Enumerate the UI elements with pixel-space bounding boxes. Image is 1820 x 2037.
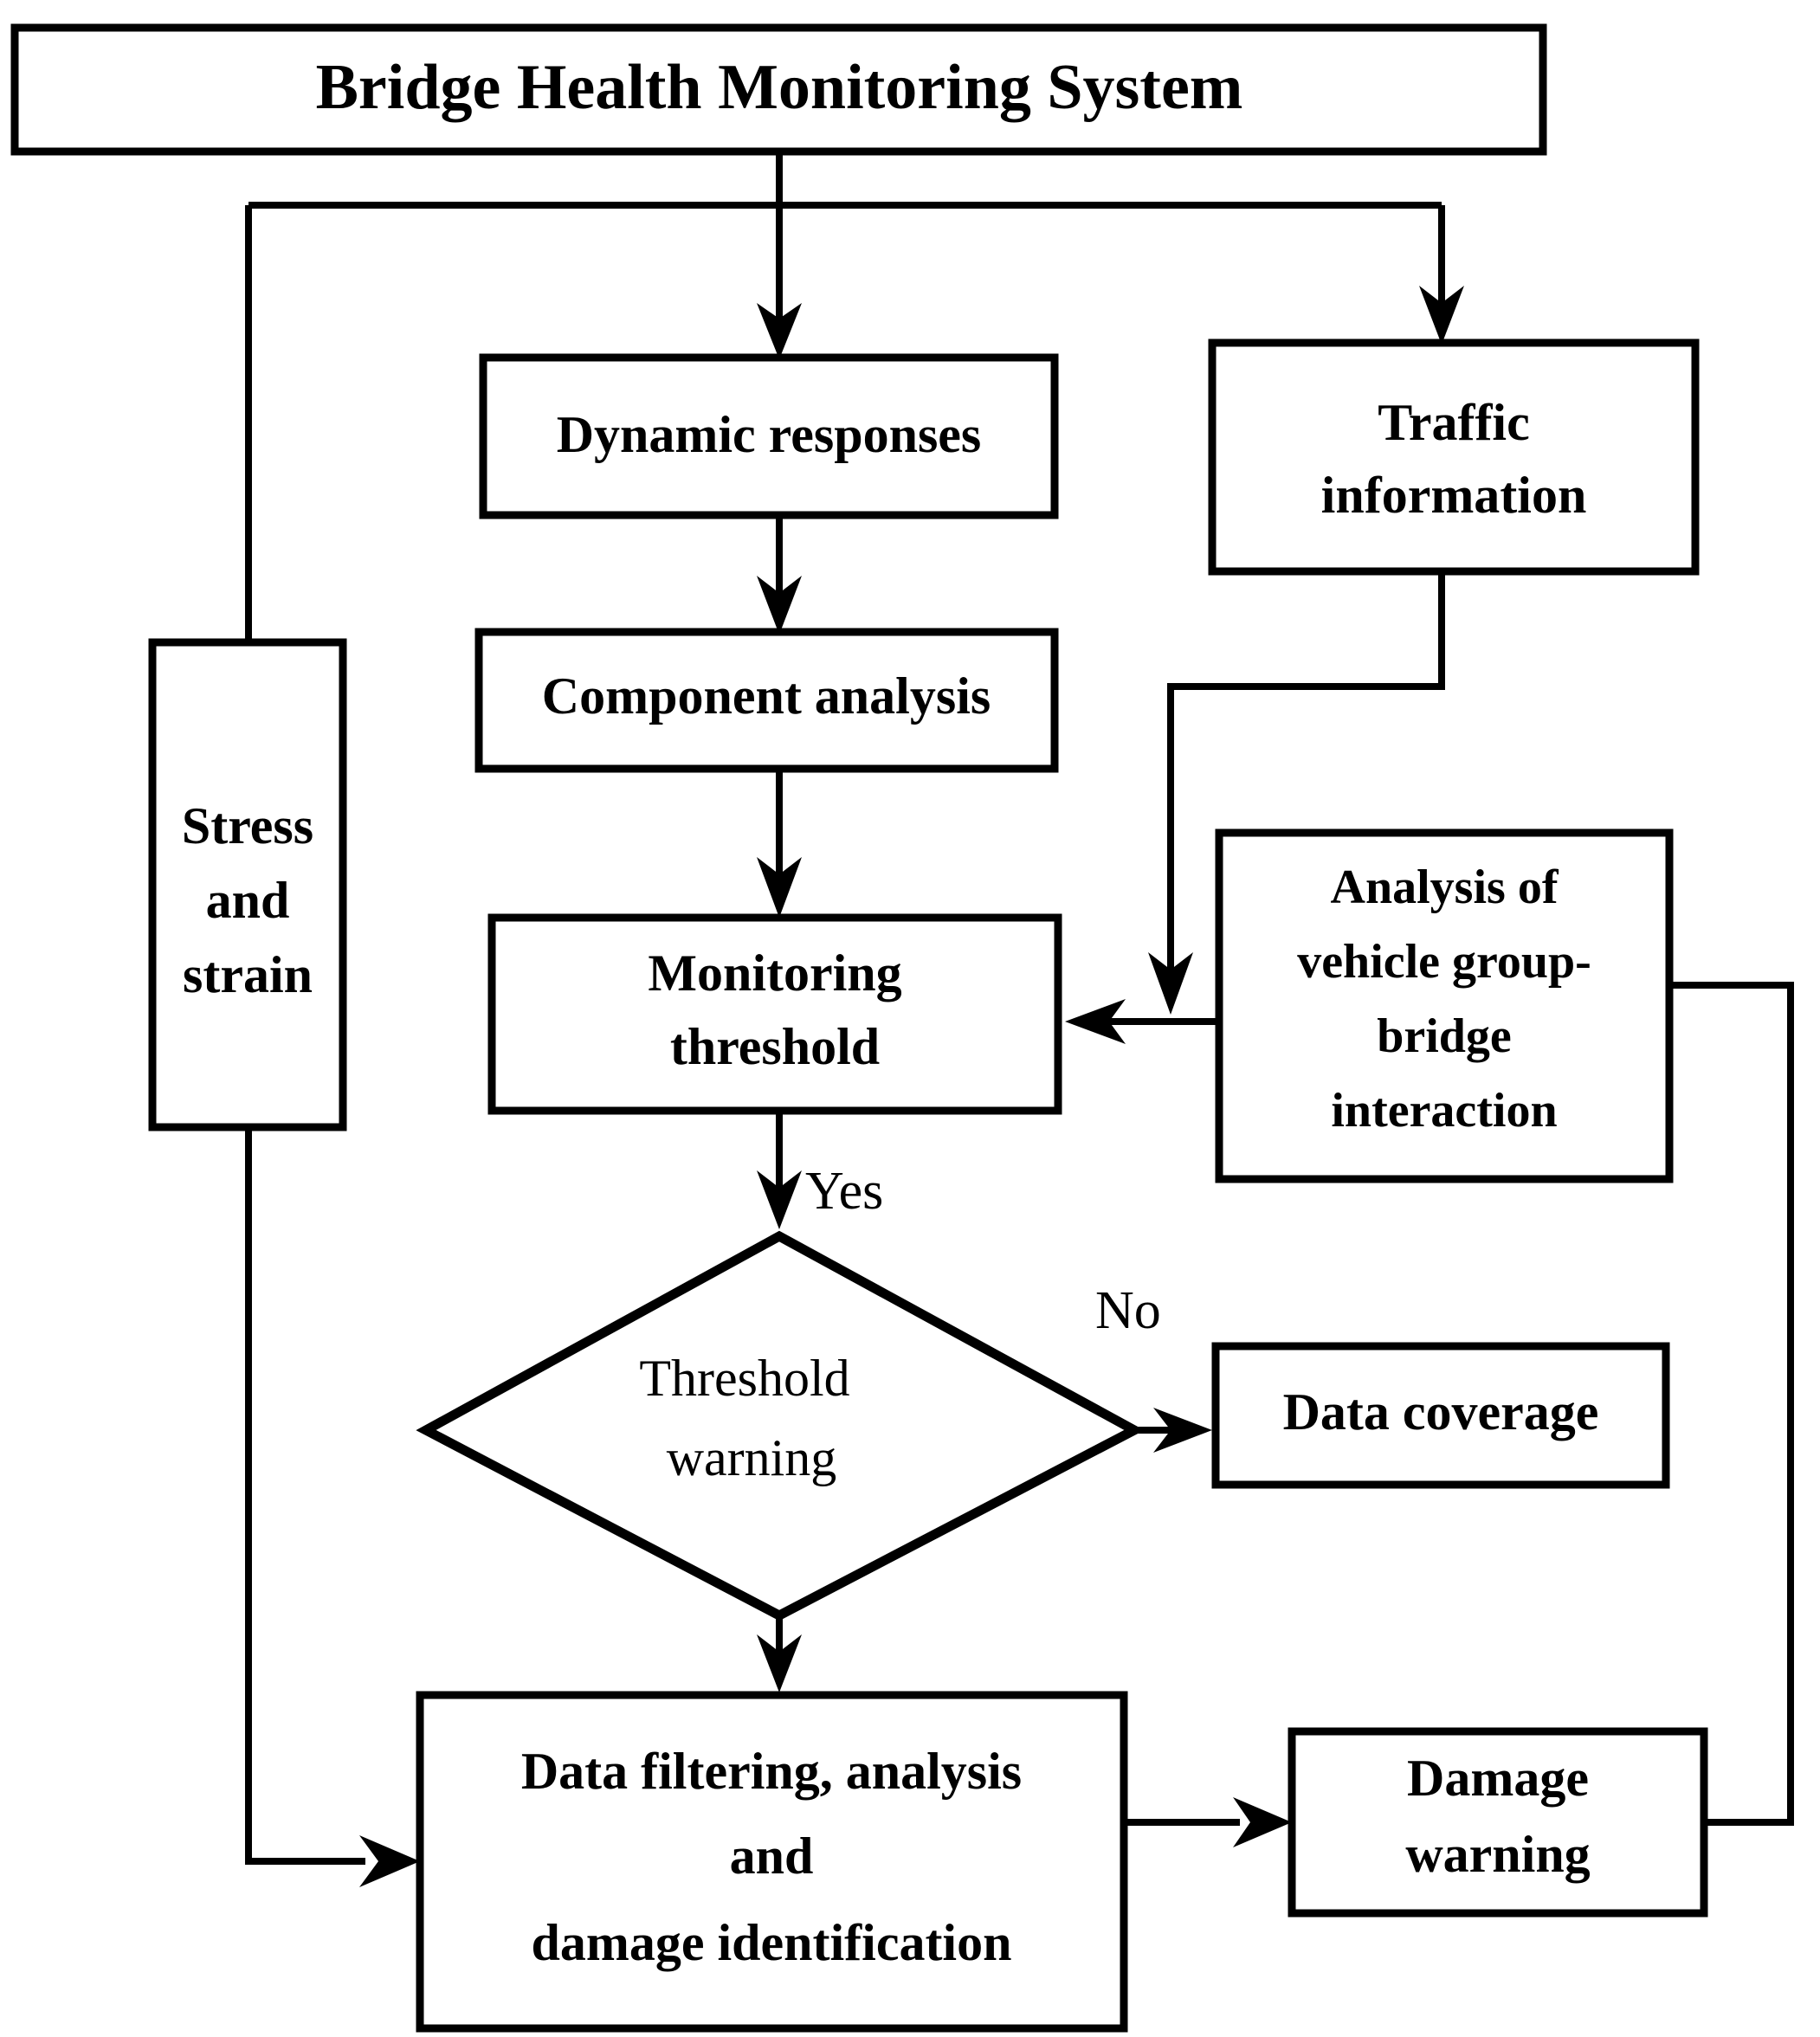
node-label-root: Bridge Health Monitoring System xyxy=(316,52,1243,123)
edge-label-no: No xyxy=(1095,1281,1161,1340)
node-label-stress-and-strain-line2: and xyxy=(206,872,290,929)
edge-component-to-monitoring xyxy=(757,769,802,918)
node-label-data-coverage: Data coverage xyxy=(1283,1383,1599,1441)
node-label-damage-warning-line1: Damage xyxy=(1407,1750,1589,1807)
node-label-stress-and-strain-line1: Stress xyxy=(182,797,313,854)
edge-traffic-to-vehicle-analysis xyxy=(1148,571,1445,1015)
node-label-vehicle-bridge-interaction-line2: vehicle group- xyxy=(1297,935,1591,989)
node-dynamic-responses[interactable]: Dynamic responses xyxy=(479,353,1059,519)
node-label-monitoring-threshold-line1: Monitoring xyxy=(648,944,901,1002)
edge-threshold-warning-to-data-filtering xyxy=(757,1612,802,1692)
node-monitoring-threshold[interactable]: Monitoring threshold xyxy=(487,913,1062,1115)
edge-vehicle-analysis-to-monitoring xyxy=(1065,999,1219,1044)
edge-bus-to-traffic-information xyxy=(1419,205,1464,345)
node-label-monitoring-threshold-line2: threshold xyxy=(670,1018,880,1075)
node-stress-and-strain[interactable]: Stress and strain xyxy=(148,638,347,1131)
edge-monitoring-to-threshold-warning xyxy=(757,1111,802,1229)
node-label-vehicle-bridge-interaction-line4: interaction xyxy=(1331,1084,1557,1138)
node-damage-warning[interactable]: Damage warning xyxy=(1288,1727,1708,1918)
node-label-dynamic-responses: Dynamic responses xyxy=(557,406,982,463)
node-label-threshold-warning-line1: Threshold xyxy=(639,1350,849,1407)
edge-bus-to-dynamic-responses xyxy=(757,205,802,359)
node-label-damage-warning-line2: warning xyxy=(1405,1826,1590,1883)
node-vehicle-bridge-interaction[interactable]: Analysis of vehicle group- bridge intera… xyxy=(1215,828,1674,1183)
node-label-vehicle-bridge-interaction-line3: bridge xyxy=(1377,1009,1512,1063)
edge-data-filtering-to-damage-warning xyxy=(1124,1797,1292,1847)
edge-label-yes: Yes xyxy=(805,1162,883,1221)
node-component-analysis[interactable]: Component analysis xyxy=(474,628,1059,773)
edge-damage-warning-feedback-to-vehicle-analysis xyxy=(1673,982,1794,1826)
edge-dynamic-to-component xyxy=(757,515,802,635)
node-threshold-warning[interactable]: Threshold warning xyxy=(416,1230,1145,1621)
edge-root-to-bus xyxy=(248,151,1442,209)
node-label-traffic-information-line1: Traffic xyxy=(1378,394,1529,451)
node-label-threshold-warning-line2: warning xyxy=(667,1429,837,1486)
node-bridge-health-monitoring-system[interactable]: Bridge Health Monitoring System xyxy=(10,23,1547,156)
edge-stress-strain-to-data-filtering xyxy=(245,1127,420,1887)
node-data-coverage[interactable]: Data coverage xyxy=(1211,1342,1670,1489)
node-label-traffic-information-line2: information xyxy=(1321,467,1587,524)
node-label-component-analysis: Component analysis xyxy=(542,667,991,725)
edge-threshold-warning-to-data-coverage xyxy=(1134,1408,1212,1453)
node-data-filtering[interactable]: Data filtering, analysis and damage iden… xyxy=(416,1691,1128,2033)
node-traffic-information[interactable]: Traffic information xyxy=(1208,338,1700,576)
node-label-data-filtering-line1: Data filtering, analysis xyxy=(521,1743,1022,1800)
node-label-stress-and-strain-line3: strain xyxy=(183,946,313,1003)
node-label-vehicle-bridge-interaction-line1: Analysis of xyxy=(1331,861,1559,914)
node-label-data-filtering-line3: damage identification xyxy=(532,1914,1012,1971)
node-label-data-filtering-line2: and xyxy=(730,1827,814,1885)
